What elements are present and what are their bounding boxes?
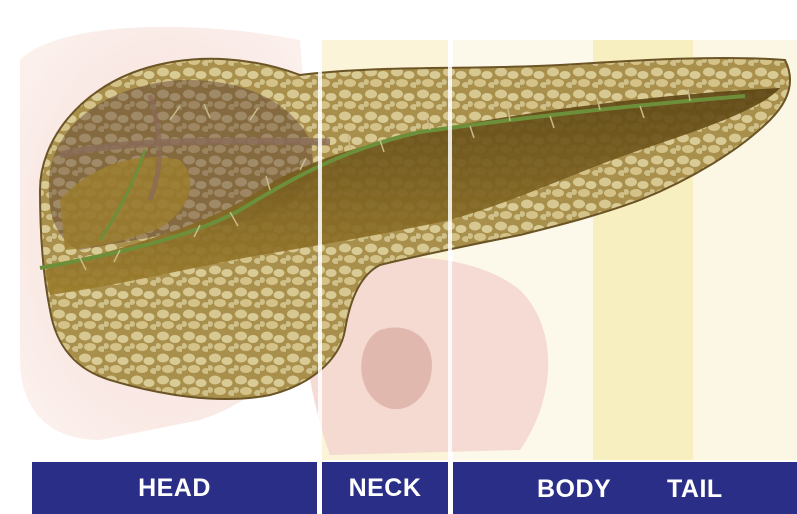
- head-label-bar: HEAD: [32, 462, 317, 514]
- tail-label: TAIL: [667, 475, 723, 504]
- body-tail-label-bar: BODY TAIL: [453, 462, 797, 514]
- neck-label: NECK: [349, 474, 422, 503]
- body-label: BODY: [537, 475, 611, 504]
- head-label: HEAD: [138, 474, 211, 503]
- neck-label-bar: NECK: [322, 462, 448, 514]
